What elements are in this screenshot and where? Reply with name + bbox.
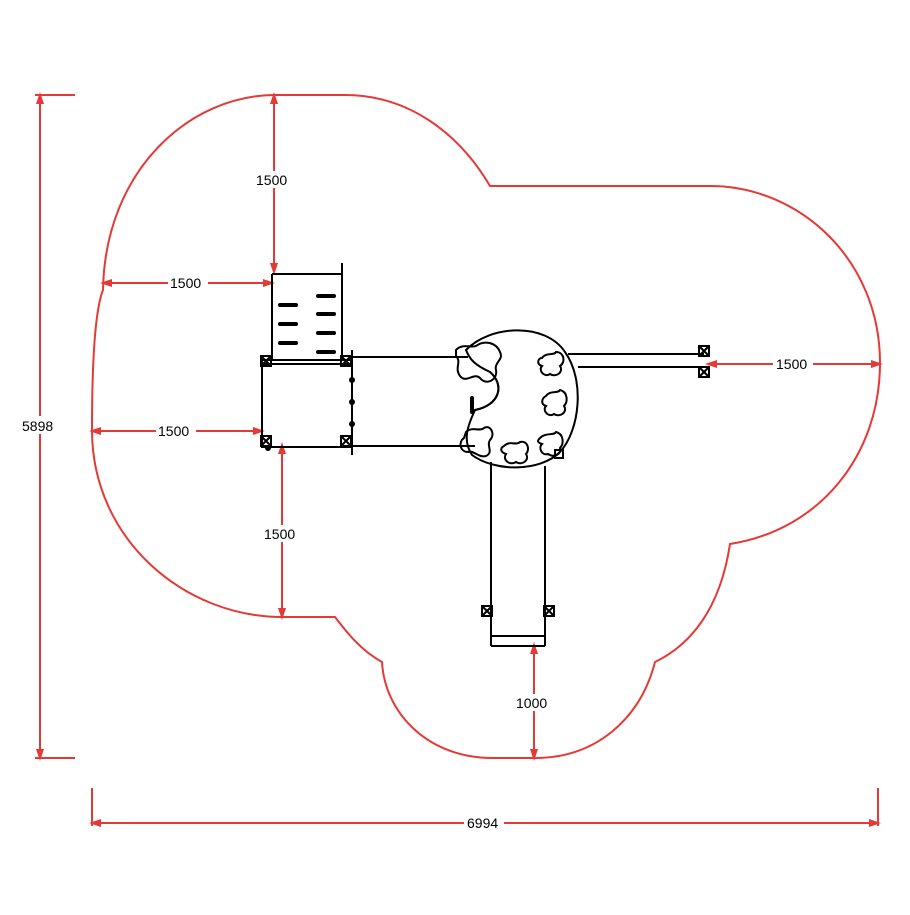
post-markers: [260, 345, 710, 617]
post-marker: [698, 366, 710, 378]
post-marker: [260, 355, 272, 367]
right-clearance-label: 1500: [776, 356, 807, 372]
post-marker: [340, 435, 352, 447]
climbing-ladder: [271, 263, 343, 360]
bottom-clearance-left-label: 1500: [264, 526, 295, 542]
climbing-holds: [455, 341, 568, 465]
left-clearance-mid-label: 1500: [158, 423, 189, 439]
top-clearance-label: 1500: [256, 172, 287, 188]
climbing-dome: [464, 329, 579, 469]
platform-tower: [261, 350, 355, 455]
height-dimension-label: 5898: [22, 418, 53, 434]
climbing-hold: [500, 440, 529, 465]
top-clearance-dimension: 1500: [254, 92, 294, 275]
right-clearance-dimension: 1500: [705, 356, 883, 372]
connecting-bridge: [352, 356, 475, 447]
post-marker: [260, 435, 272, 447]
horizontal-bar: [568, 353, 704, 368]
safety-zone-outline: [90, 94, 882, 759]
bottom-clearance-left-dimension: 1500: [262, 442, 302, 620]
post-marker: [698, 345, 710, 357]
left-clearance-top-label: 1500: [170, 275, 201, 291]
slide: [490, 462, 546, 647]
left-clearance-top-dimension: 1500: [100, 275, 275, 291]
width-dimension: 6994: [89, 788, 881, 831]
slide-exit-clearance-dimension: 1000: [514, 642, 554, 761]
climbing-hold: [459, 426, 494, 458]
post-marker: [340, 355, 352, 367]
height-dimension: 5898: [20, 92, 75, 761]
slide-exit-clearance-label: 1000: [516, 695, 547, 711]
climbing-hold: [537, 350, 565, 377]
climbing-hold: [455, 341, 502, 383]
width-dimension-label: 6994: [467, 815, 498, 831]
left-clearance-mid-dimension: 1500: [89, 423, 265, 439]
climbing-hold: [541, 388, 568, 417]
climbing-hold: [537, 430, 564, 457]
